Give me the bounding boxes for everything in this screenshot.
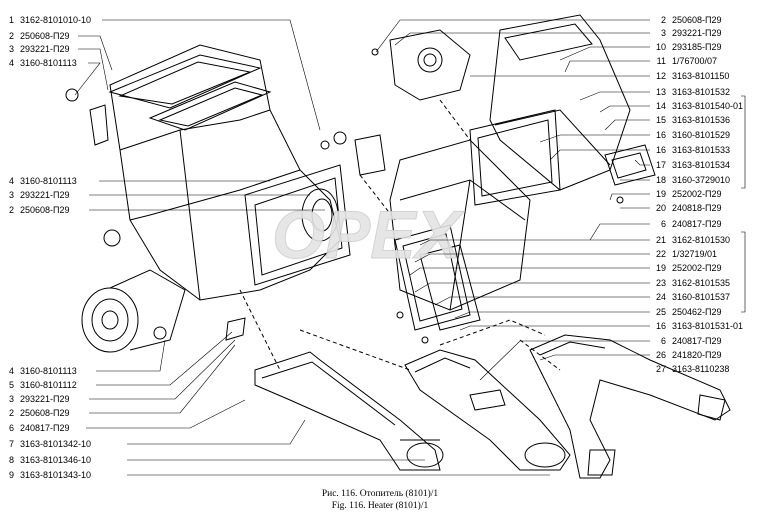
heater-valve	[389, 29, 471, 101]
housing-top-vent	[108, 54, 262, 109]
heater-housing	[109, 44, 341, 301]
radiator-frame	[244, 164, 351, 286]
resistor-block	[604, 144, 656, 186]
duct-flange	[469, 109, 561, 206]
center-bracket	[354, 134, 386, 176]
duct-left-floor	[254, 351, 441, 471]
figure-caption-ru: Рис. 116. Отопитель (8101)/1	[321, 489, 439, 499]
grommet-left	[65, 88, 79, 102]
flange-lower-2	[419, 244, 481, 331]
opex-watermark: OPEX	[272, 197, 465, 273]
duct-right-y	[529, 334, 731, 479]
figure-caption-en: Fig. 116. Heater (8101)/1	[331, 501, 429, 511]
flange-lower-1	[394, 224, 471, 331]
fan-motor	[81, 287, 139, 353]
duct-center-floor	[404, 349, 571, 471]
